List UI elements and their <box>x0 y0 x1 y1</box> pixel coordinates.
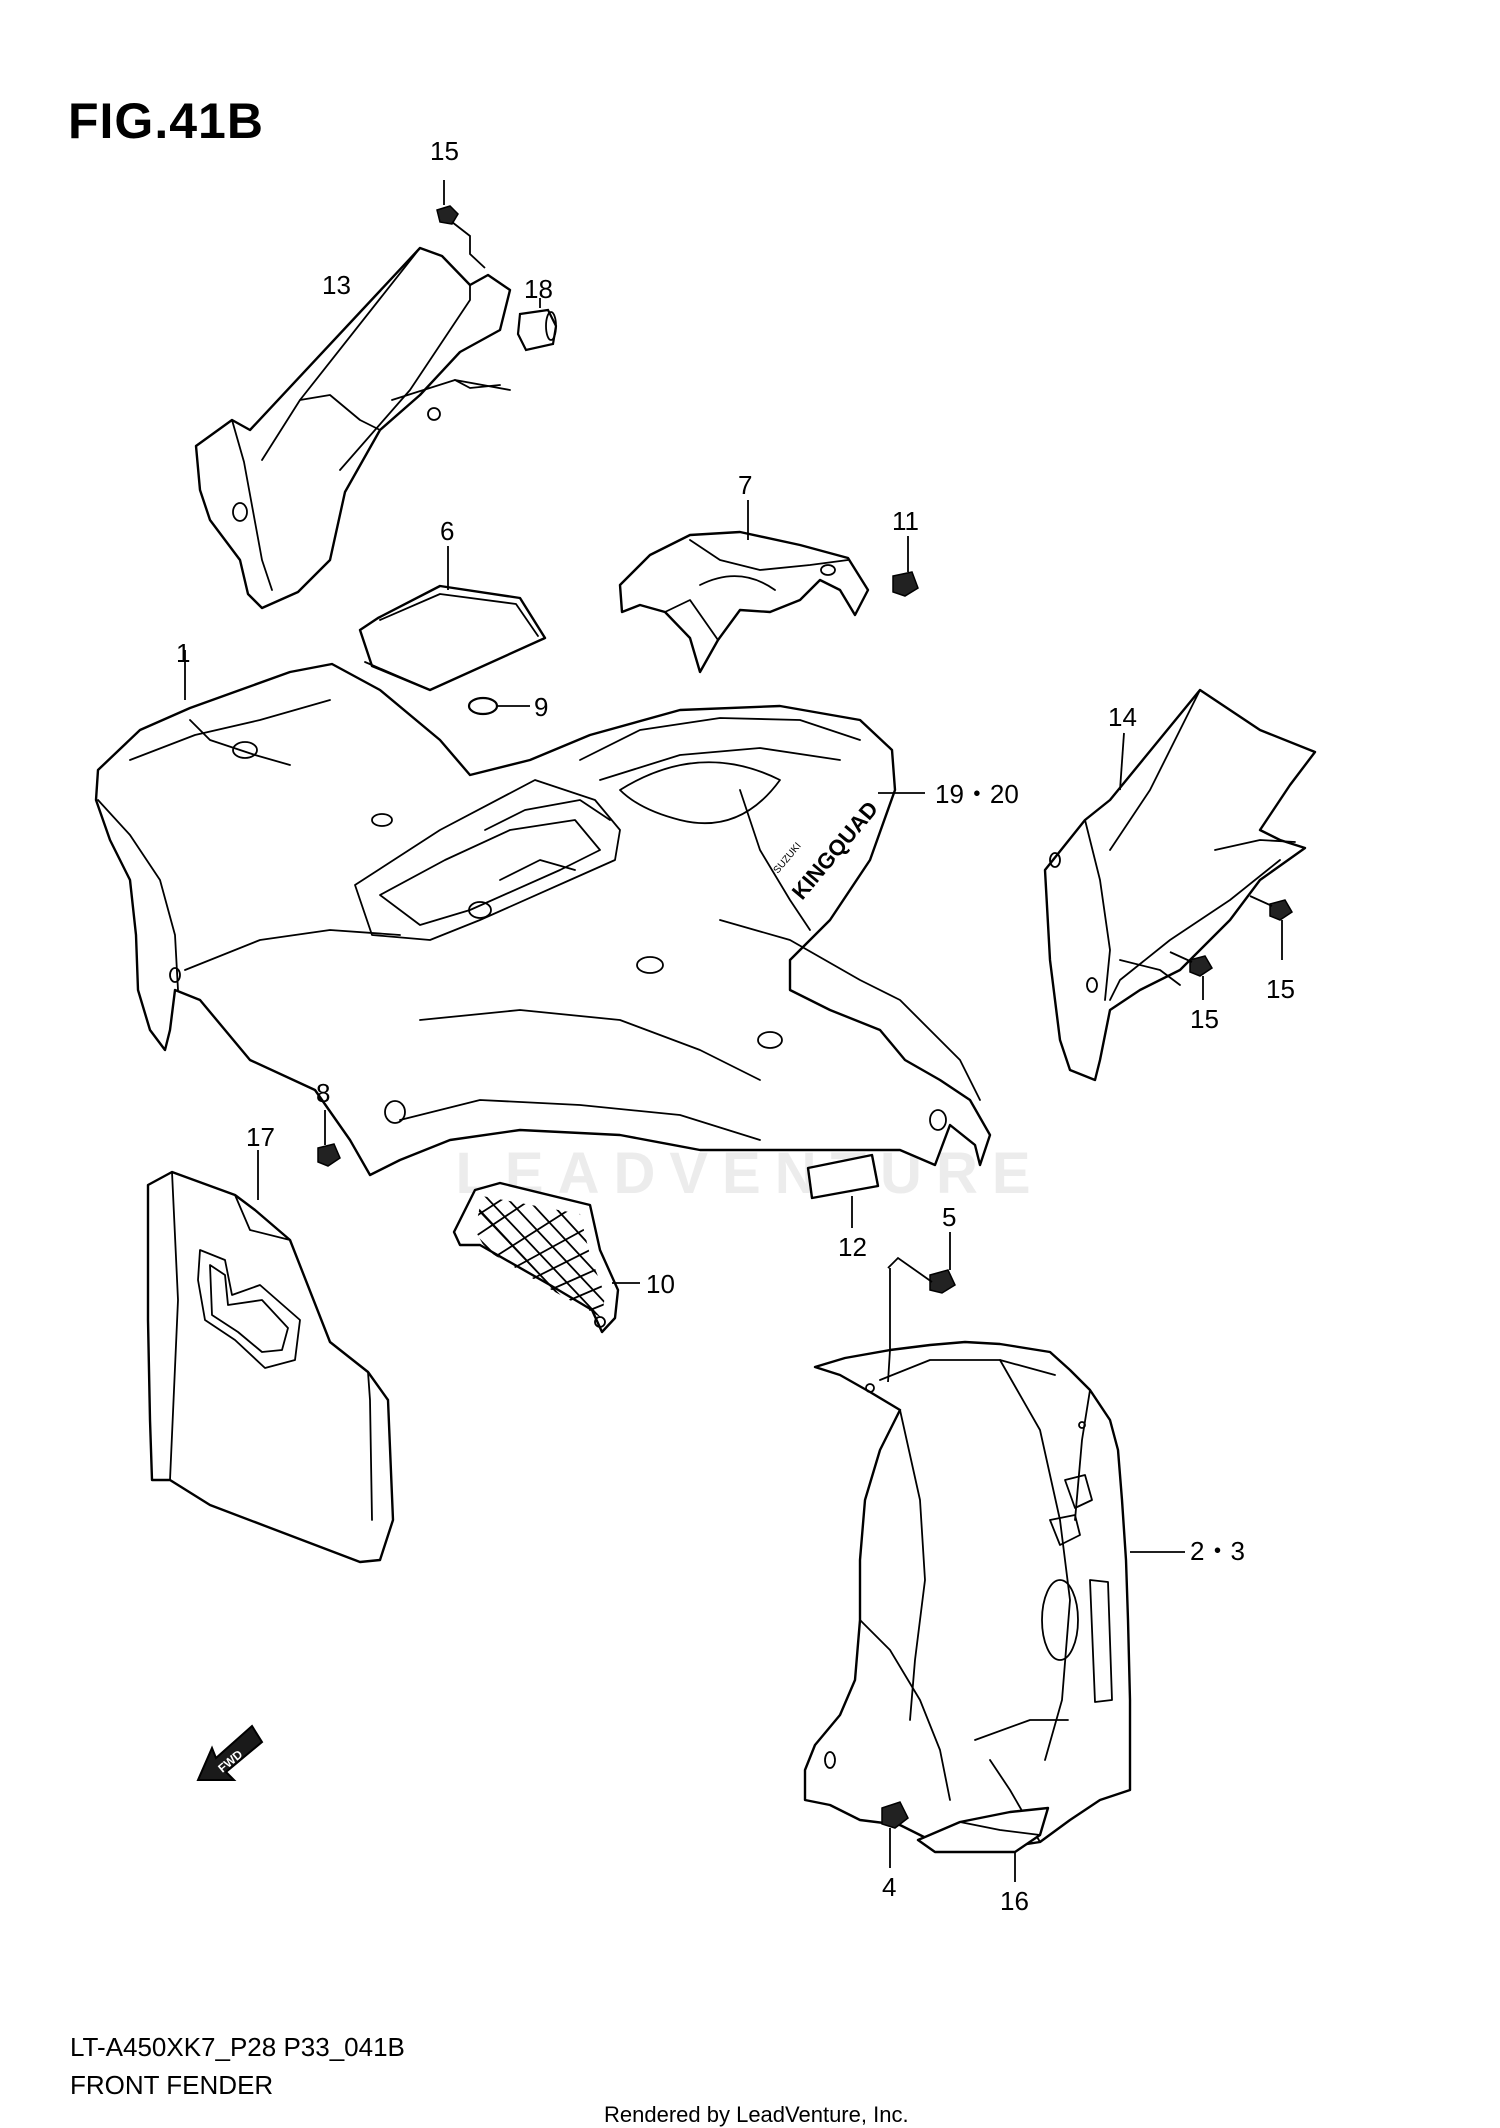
part-17-splash-guard[interactable] <box>146 1150 395 1564</box>
callout-8: 8 <box>316 1078 330 1108</box>
callout-6: 6 <box>440 516 454 546</box>
part-11-screw[interactable] <box>892 536 919 597</box>
callout-15-right-upper: 15 <box>1266 974 1295 1004</box>
callout-15-right-lower: 15 <box>1190 1004 1219 1034</box>
callout-15-top: 15 <box>430 136 459 166</box>
rendered-by-footer: Rendered by LeadVenture, Inc. <box>604 2102 909 2127</box>
callout-14: 14 <box>1108 702 1137 732</box>
part-14-right-side-panel[interactable] <box>1043 688 1317 1082</box>
callout-2-3: 2・3 <box>1190 1536 1245 1566</box>
callout-18: 18 <box>524 274 553 304</box>
part-7-cover[interactable] <box>618 500 870 674</box>
callout-11: 11 <box>892 506 919 536</box>
callout-13: 13 <box>322 270 351 300</box>
figure-title: FIG.41B <box>68 93 264 149</box>
callout-1: 1 <box>176 638 190 668</box>
callout-10: 10 <box>646 1269 675 1299</box>
callout-17: 17 <box>246 1122 275 1152</box>
part-10-mesh-grille[interactable] <box>450 1175 640 1380</box>
part-2-3-inner-fender[interactable] <box>803 1268 1185 1850</box>
part-13-left-side-panel[interactable] <box>194 246 512 610</box>
part-15-bolt-right-upper[interactable] <box>1249 895 1294 960</box>
callout-7: 7 <box>738 470 752 500</box>
callout-9: 9 <box>534 692 548 722</box>
part-4-bolt[interactable] <box>881 1801 909 1868</box>
fwd-arrow-icon: FWD <box>196 1724 264 1781</box>
part-12-pad[interactable] <box>806 1153 880 1228</box>
callout-16: 16 <box>1000 1886 1029 1916</box>
model-code: LT-A450XK7_P28 P33_041B <box>70 2032 405 2062</box>
part-8-screw[interactable] <box>317 1110 341 1167</box>
callout-4: 4 <box>882 1872 896 1902</box>
part-16-trim[interactable] <box>916 1806 1050 1882</box>
callout-12: 12 <box>838 1232 867 1262</box>
figure-description: FRONT FENDER <box>70 2070 274 2100</box>
callout-19-20: 19・20 <box>935 779 1019 809</box>
part-15-bolt-right-lower[interactable] <box>1169 951 1214 1000</box>
part-9-grommet[interactable] <box>467 696 530 716</box>
part-15-bolt-top[interactable] <box>436 180 486 269</box>
part-6-lid[interactable] <box>358 546 547 692</box>
part-1-front-fender[interactable]: KINGQUAD SUZUKI <box>94 650 992 1177</box>
part-18-grommet[interactable] <box>516 298 558 352</box>
part-5-bolt[interactable] <box>887 1232 956 1294</box>
callout-5: 5 <box>942 1202 956 1232</box>
